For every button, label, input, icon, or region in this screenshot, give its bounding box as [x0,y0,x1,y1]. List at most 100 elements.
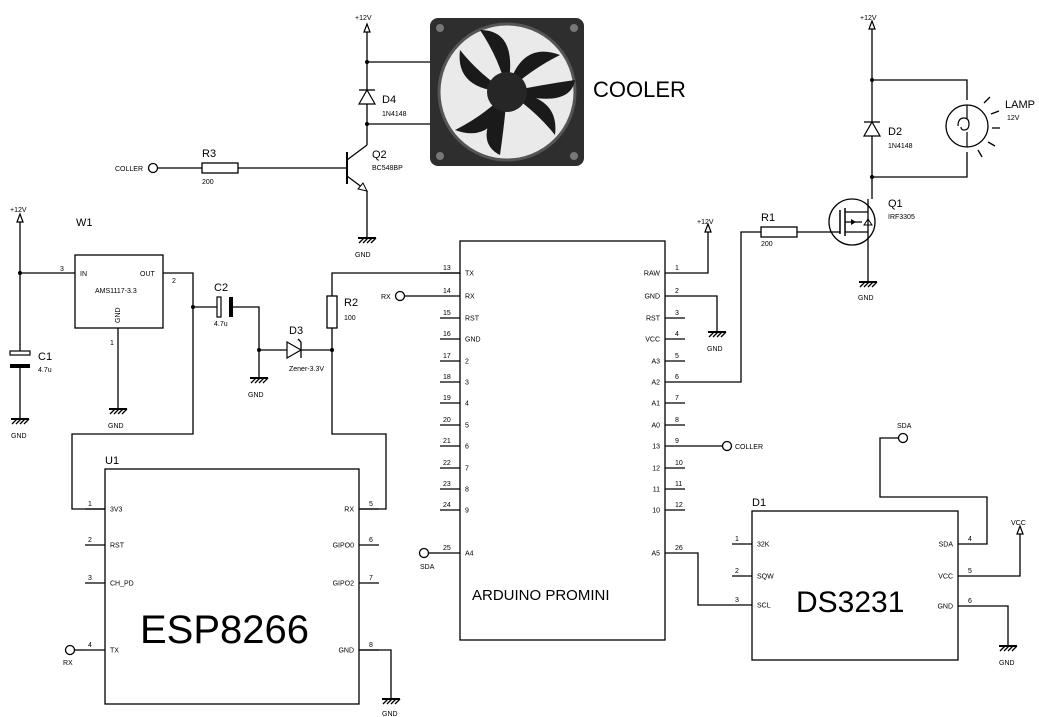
arduino-pin-label: A0 [651,423,660,430]
arduino-pin-label: 2 [465,359,469,366]
arduino-pin-number: 16 [443,331,451,338]
arduino-pin-number: 1 [675,265,679,272]
cooler-fan-image [430,18,584,166]
u1-ref: U1 [105,455,119,467]
mosfet-q1: Q1 IRF3305 [828,198,915,246]
power-vcc-symbol [1016,525,1024,546]
power-12v-label-arduino: +12V [697,219,714,226]
r3-value: 200 [202,179,214,186]
c2-gnd-label: GND [248,392,264,399]
arduino-pin-label: RST [646,316,661,323]
w1-part: AMS1117-3.3 [95,288,137,295]
arduino-pin-label: 7 [465,466,469,473]
diode-d2: D2 1N4148 [862,120,913,150]
esp8266-pin-number: 5 [369,501,373,508]
esp8266-pin-number: 8 [369,642,373,649]
arduino-pin-number: 19 [443,395,451,402]
net-rx-label-esp: RX [63,660,73,667]
net-rx-label-arduino: RX [381,294,391,301]
capacitor-c1: C1 4.7u [9,350,52,374]
arduino-pin-number: 3 [675,310,679,317]
esp8266-pin-label: GIPO2 [333,581,355,588]
resistor-r1: R1 200 [760,212,798,248]
arduino-pin-label: A3 [651,359,660,366]
arduino-pin-number: 21 [443,438,451,445]
w1-pin-gnd-num: 1 [110,340,114,347]
zener-diode-d3: D3 Zener-3.3V [286,325,324,373]
arduino-pin-label: A5 [651,551,660,558]
net-coller-label-arduino: COLLER [735,444,763,451]
q1-gnd-label: GND [858,295,874,302]
ds3231-pin-number: 2 [735,568,739,575]
ground-symbol-esp [381,692,401,705]
arduino-pin-number: 10 [675,460,683,467]
ds3231-pin-number: 5 [968,568,972,575]
r1-value: 200 [761,241,773,248]
transistor-q2: Q2 BC548BP [346,144,403,192]
q2-part: BC548BP [372,165,403,172]
ds3231-pin-label: GND [937,604,953,611]
arduino-pin-label: A2 [651,380,660,387]
c1-ref: C1 [38,351,52,363]
ground-symbol-q1 [858,275,878,288]
q1-part: IRF3305 [888,214,915,221]
arduino-pin-number: 22 [443,460,451,467]
c1-value: 4.7u [38,367,52,374]
r3-ref: R3 [202,148,216,160]
arduino-pin-label: 13 [652,444,660,451]
ds3231-pin-label: SCL [757,603,771,610]
arduino-pin-label: RAW [644,271,660,278]
arduino-pin-number: 6 [675,374,679,381]
esp8266-pin-number: 3 [88,575,92,582]
c1-gnd-label: GND [11,433,27,440]
diode-d4: D4 1N4148 [357,88,407,118]
esp8266-pin-label: GIPO0 [333,543,355,550]
power-12v-symbol [16,213,24,234]
arduino-pin-number: 5 [675,353,679,360]
r1-ref: R1 [761,212,775,224]
esp8266-pin-number: 1 [88,501,92,508]
arduino-pin-label: VCC [645,337,660,344]
arduino-pin-label: 4 [465,401,469,408]
d2-part: 1N4148 [888,143,913,150]
ds3231-pin-number: 6 [968,598,972,605]
d2-ref: D2 [888,126,902,138]
ground-symbol-w1 [108,402,128,415]
c2-value: 4.7u [214,321,228,328]
r2-ref: R2 [344,297,358,309]
w1-pin-in-num: 3 [60,266,64,273]
resistor-r3: R3 200 [201,148,239,186]
esp8266-pin-number: 2 [88,537,92,544]
q2-gnd-label: GND [355,252,371,259]
q2-ref: Q2 [372,149,387,161]
arduino-name: ARDUINO PROMINI [472,587,610,604]
ds3231-pin-label: 32K [757,542,770,549]
ds3231-pin-label: VCC [938,574,953,581]
net-rx-connector-arduino [394,290,406,302]
arduino-pin-number: 11 [675,481,682,488]
w1-gnd-label: GND [115,307,122,323]
w1-ref: W1 [76,217,93,229]
lamp-voltage: 12V [1007,115,1020,122]
arduino-pin-label: GND [644,294,660,301]
arduino-pin-number: 4 [675,331,679,338]
d3-part: Zener-3.3V [289,366,324,373]
power-12v-symbol-arduino [704,223,712,244]
arduino-pin-label: 9 [465,508,469,515]
arduino-pin-number: 13 [443,265,451,272]
arduino-pin-label: TX [465,271,474,278]
arduino-pin-label: GND [465,337,481,344]
u1-name: ESP8266 [140,608,309,652]
ds3231-pin-number: 1 [735,536,739,543]
esp8266-pin-number: 6 [369,537,373,544]
w1-gnd-net-label: GND [108,423,124,430]
arduino-pin-label: 12 [652,466,660,473]
ds3231-pin-label: SDA [939,542,954,549]
arduino-pin-number: 14 [443,288,451,295]
power-12v-label-lamp: +12V [860,15,877,22]
ds3231-pin-number: 3 [735,597,739,604]
arduino-pin-label: 8 [465,487,469,494]
d4-part: 1N4148 [382,111,407,118]
arduino-gnd-label: GND [707,346,723,353]
